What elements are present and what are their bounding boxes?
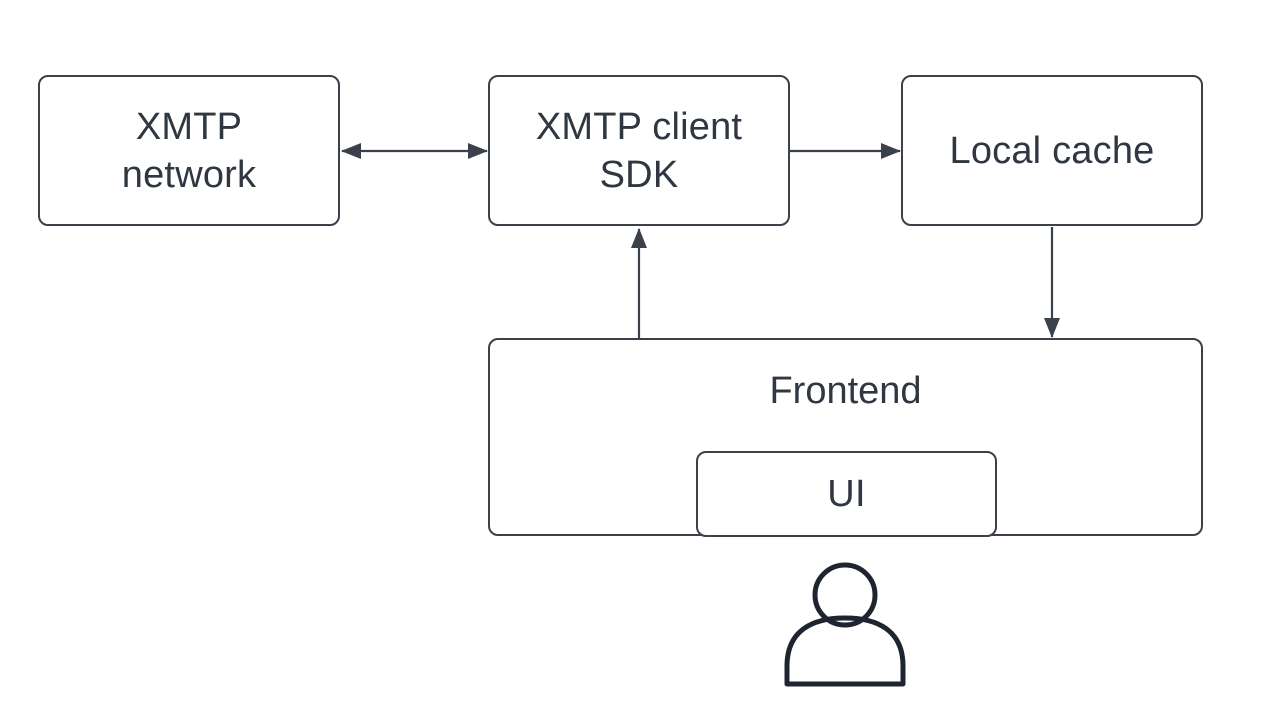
local-cache-label: Local cache	[949, 129, 1155, 172]
xmtp-network-label-line1: XMTP	[135, 105, 243, 148]
xmtp-client-sdk-label: XMTP client SDK	[536, 103, 742, 199]
xmtp-client-sdk-label-line2: SDK	[599, 153, 679, 196]
xmtp-client-sdk-label-line1: XMTP client	[535, 105, 743, 148]
user-icon	[784, 562, 906, 687]
xmtp-network-node: XMTP network	[38, 75, 340, 226]
xmtp-network-label: XMTP network	[122, 103, 256, 199]
ui-node: UI	[696, 451, 997, 537]
frontend-label: Frontend	[769, 370, 922, 412]
frontend-node: Frontend UI	[488, 338, 1203, 537]
xmtp-network-label-line2: network	[121, 153, 257, 196]
local-cache-node: Local cache	[901, 75, 1203, 226]
ui-label: UI	[827, 473, 866, 515]
user-icon-body	[784, 615, 906, 687]
user-icon-head	[812, 562, 878, 628]
xmtp-client-sdk-node: XMTP client SDK	[488, 75, 790, 226]
